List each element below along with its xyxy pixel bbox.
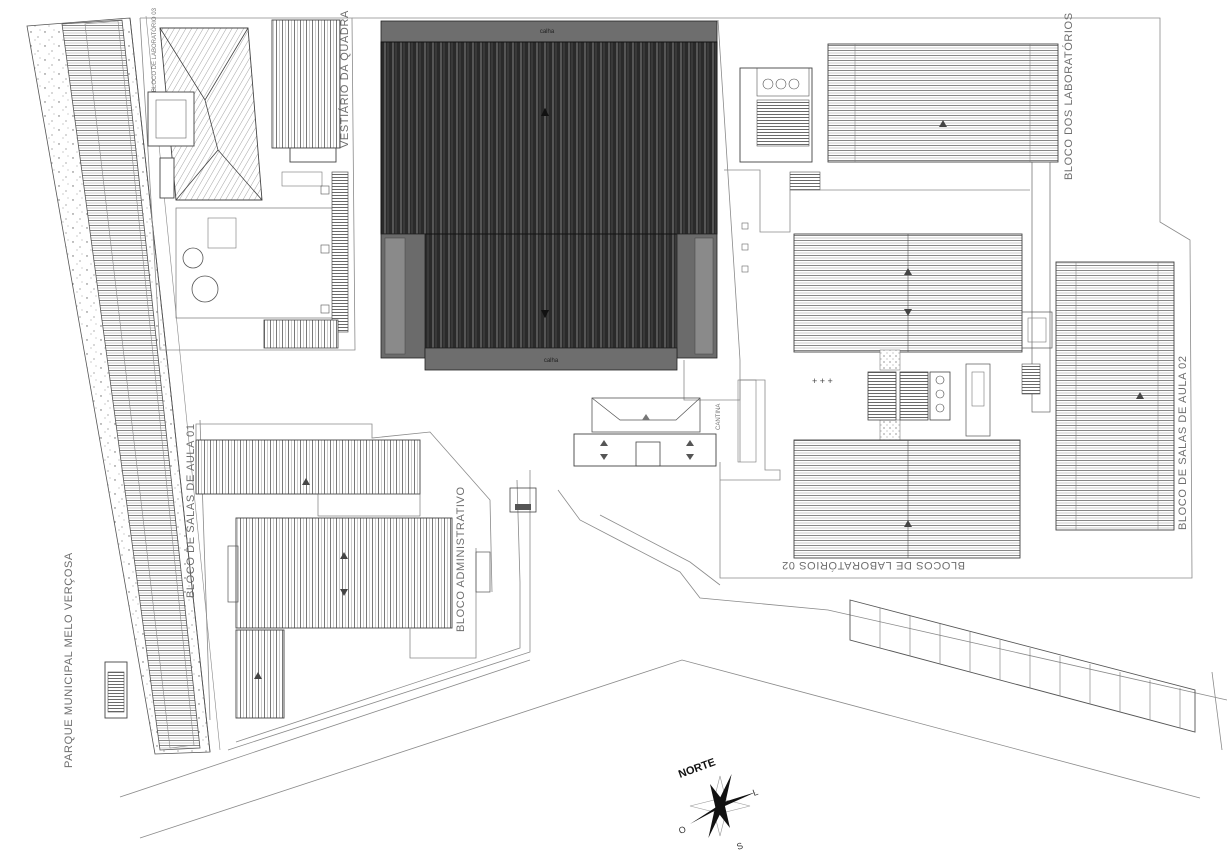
compass-west-label: O — [677, 824, 687, 836]
label-parque-municipal: PARQUE MUNICIPAL MELO VERÇOSA — [63, 552, 75, 768]
label-bloco-laboratorio-small: BLOCO DE LABORATÓRIO 03 — [151, 7, 158, 92]
label-cantina: CANTINA — [716, 404, 722, 430]
bloco-dos-laboratorios — [827, 43, 1059, 413]
water-tank-icon — [182, 247, 204, 269]
compass-south-label: S — [735, 840, 744, 851]
central-corridor — [352, 17, 1193, 579]
bloco-salas-aula-01 — [195, 423, 493, 593]
svg-text:+ + +: + + + — [812, 376, 833, 386]
north-arrow-icon — [689, 774, 756, 838]
label-bloco-salas-aula-02: BLOCO DE SALAS DE AULA 02 — [1177, 355, 1189, 530]
central-area: + + + — [812, 311, 1053, 441]
water-tank-icon — [191, 275, 219, 303]
bloco-administrativo — [227, 487, 537, 719]
vestiario-roof — [271, 19, 341, 149]
label-bloco-salas-aula-01: BLOCO DE SALAS DE AULA 01 — [185, 423, 197, 598]
streets — [119, 419, 1227, 839]
parque-municipal — [26, 15, 221, 755]
blocos-laboratorios-02 — [793, 439, 1021, 559]
label-bloco-dos-laboratorios: BLOCO DOS LABORATÓRIOS — [1062, 12, 1075, 180]
quadra-coberta — [380, 20, 718, 371]
cantina-block — [573, 397, 717, 467]
compass-east-label: L — [751, 787, 759, 798]
bloco-salas-aula-02 — [1055, 261, 1175, 531]
label-blocos-laboratorios-02: BLOCOS DE LABORATÓRIOS 02 — [781, 559, 965, 572]
calha-bottom — [424, 347, 678, 371]
label-calha-bottom: calha — [544, 358, 559, 364]
top-left-complex — [139, 17, 356, 351]
boundary-fence — [849, 599, 1223, 751]
label-calha-top: calha — [540, 29, 555, 35]
label-bloco-administrativo: BLOCO ADMINISTRATIVO — [455, 486, 467, 632]
label-vestiario-quadra: VESTIÁRIO DA QUADRA — [338, 10, 351, 148]
compass-north-label: NORTE — [677, 756, 717, 780]
bloco-lab-mid-upper — [793, 233, 1023, 353]
